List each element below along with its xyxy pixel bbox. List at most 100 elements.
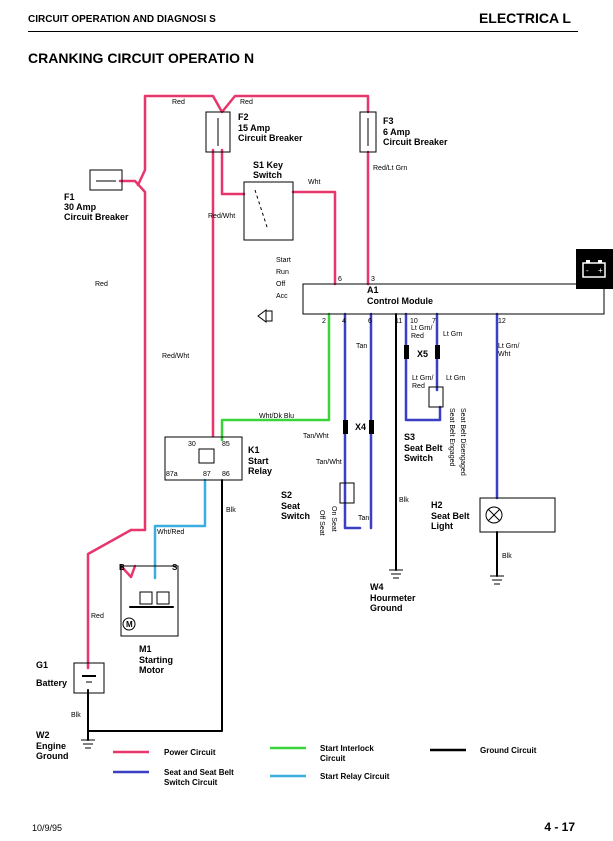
s2-position-on-seat: On Seat — [330, 506, 337, 532]
s1-key-switch-body — [243, 181, 294, 241]
wires-lt_grn_red_2-label: Lt Grn/Red — [412, 375, 433, 390]
a1-pin-8: 12 — [498, 318, 506, 325]
f2-breaker-body — [205, 111, 231, 153]
svg-text:+: + — [598, 266, 603, 275]
wires-red_wht_k1-label: Red/Wht — [162, 353, 189, 360]
a1-pin-7: 7 — [432, 318, 436, 325]
wires-red_left-label: Red — [95, 281, 108, 288]
s1-accessory-symbol — [257, 309, 273, 323]
a1-pin-5: 11 — [395, 318, 402, 325]
wires-lt_grn_2-label: Lt Grn — [446, 375, 466, 382]
s3-seat-belt-switch-body — [428, 386, 444, 408]
k1-pin-0: 30 — [188, 441, 196, 448]
wires-tan_s2-label: Tan — [358, 515, 369, 522]
seat-wire-pin4 — [343, 312, 362, 530]
wires-red_top_right-label: Red — [240, 99, 253, 106]
wires-blk_k1-label: Blk — [226, 507, 236, 514]
k1-pin-4: 86 — [222, 471, 230, 478]
k1-start-relay-body — [164, 436, 243, 481]
power-wire-m1 — [119, 564, 137, 579]
components-h2-id-label: H2 — [431, 500, 443, 510]
wires-tan_wht_1-label: Tan/Wht — [303, 433, 329, 440]
g1-battery-body — [73, 662, 105, 694]
a1-control-module-body — [302, 283, 605, 315]
footer-date: 10/9/95 — [32, 823, 63, 833]
m1-starting-motor-body — [120, 565, 179, 637]
components-s3-id-label: S3 — [404, 432, 415, 442]
page-title: CRANKING CIRCUIT OPERATIO N — [28, 50, 255, 66]
s3-position-disengaged: Seat Belt Disengaged — [459, 408, 466, 476]
k1-pin-3: 87 — [203, 471, 211, 478]
interlock-wire — [220, 312, 331, 442]
wires-red_lt_grn-label: Red/Lt Grn — [373, 165, 407, 172]
components-x4-id-label: X4 — [355, 422, 366, 432]
components-f1-id-label: F1 — [64, 192, 75, 202]
a1-pin-4: 6 — [368, 318, 372, 325]
footer-page-number: 4 - 17 — [544, 820, 575, 834]
h2-seat-belt-light-body — [479, 497, 556, 533]
components-s2-id-label: S2 — [281, 490, 292, 500]
a1-pin-2: 2 — [322, 318, 326, 325]
wires-wht_red-label: Wht/Red — [157, 529, 184, 536]
s1-position-2: Off — [276, 281, 285, 288]
k1-pin-1: 85 — [222, 441, 230, 448]
m1-motor-symbol: M — [126, 620, 133, 629]
s3-position-engaged: Seat Belt Engaged — [448, 408, 455, 466]
m1-pin-1: S — [172, 563, 178, 572]
header-chapter-title: ELECTRICA L — [478, 10, 571, 26]
wires-tan_wht_2-label: Tan/Wht — [316, 459, 342, 466]
wires-lt_grn_wht-label: Lt Grn/Wht — [498, 343, 519, 358]
wires-blk_g1-label: Blk — [71, 712, 81, 719]
wires-blk_w4-label: Blk — [399, 497, 409, 504]
f3-breaker-body — [359, 111, 377, 153]
a1-pin-3: 4 — [342, 318, 346, 325]
ground-wire-k1-w2 — [87, 479, 223, 732]
legend-label: Ground Circuit — [480, 746, 537, 755]
s1-position-1: Run — [276, 269, 289, 276]
svg-text:-: - — [586, 266, 589, 275]
s1-position-3: Acc — [276, 293, 288, 300]
wires-tan-label: Tan — [356, 343, 367, 350]
wires-red_top_left-label: Red — [172, 99, 185, 106]
section-tab[interactable]: - + — [576, 249, 613, 289]
power-wire-f1 — [118, 179, 147, 532]
legend-item: Power Circuit — [113, 748, 216, 757]
power-wire-f2-down — [220, 148, 246, 196]
k1-pin-2: 87a — [166, 471, 178, 478]
components-w2-id-label: W2 — [36, 730, 50, 740]
legend-label: Power Circuit — [164, 748, 216, 757]
legend-label: Start Relay Circuit — [320, 772, 390, 781]
components-k1-id-label: K1 — [248, 445, 260, 455]
components-g1-name-label: Battery — [36, 678, 67, 688]
s1-position-0: Start — [276, 257, 291, 264]
relay-wire — [153, 478, 207, 580]
wires-red_m1-label: Red — [91, 613, 104, 620]
wires-lt_grn_red_1-label: Lt Grn/Red — [411, 325, 432, 340]
components-f3-id-label: F3 — [383, 116, 394, 126]
header-rule — [28, 31, 578, 32]
a1-pin-6: 10 — [410, 318, 418, 325]
legend-item: Start Relay Circuit — [270, 772, 390, 781]
wires-lt_grn_1-label: Lt Grn — [443, 331, 463, 338]
wires-red_wht_s1-label: Red/Wht — [208, 213, 235, 220]
power-wire-battery — [86, 528, 133, 670]
power-wire-f2-loop — [136, 94, 370, 187]
s2-position-off-seat: Off Seat — [318, 510, 325, 536]
s2-seat-switch-body — [339, 482, 355, 504]
legend-item: Ground Circuit — [430, 746, 537, 755]
components-m1-id-label: M1 — [139, 644, 152, 654]
components-w4-id-label: W4 — [370, 582, 384, 592]
a1-pin-0: 6 — [338, 276, 342, 283]
